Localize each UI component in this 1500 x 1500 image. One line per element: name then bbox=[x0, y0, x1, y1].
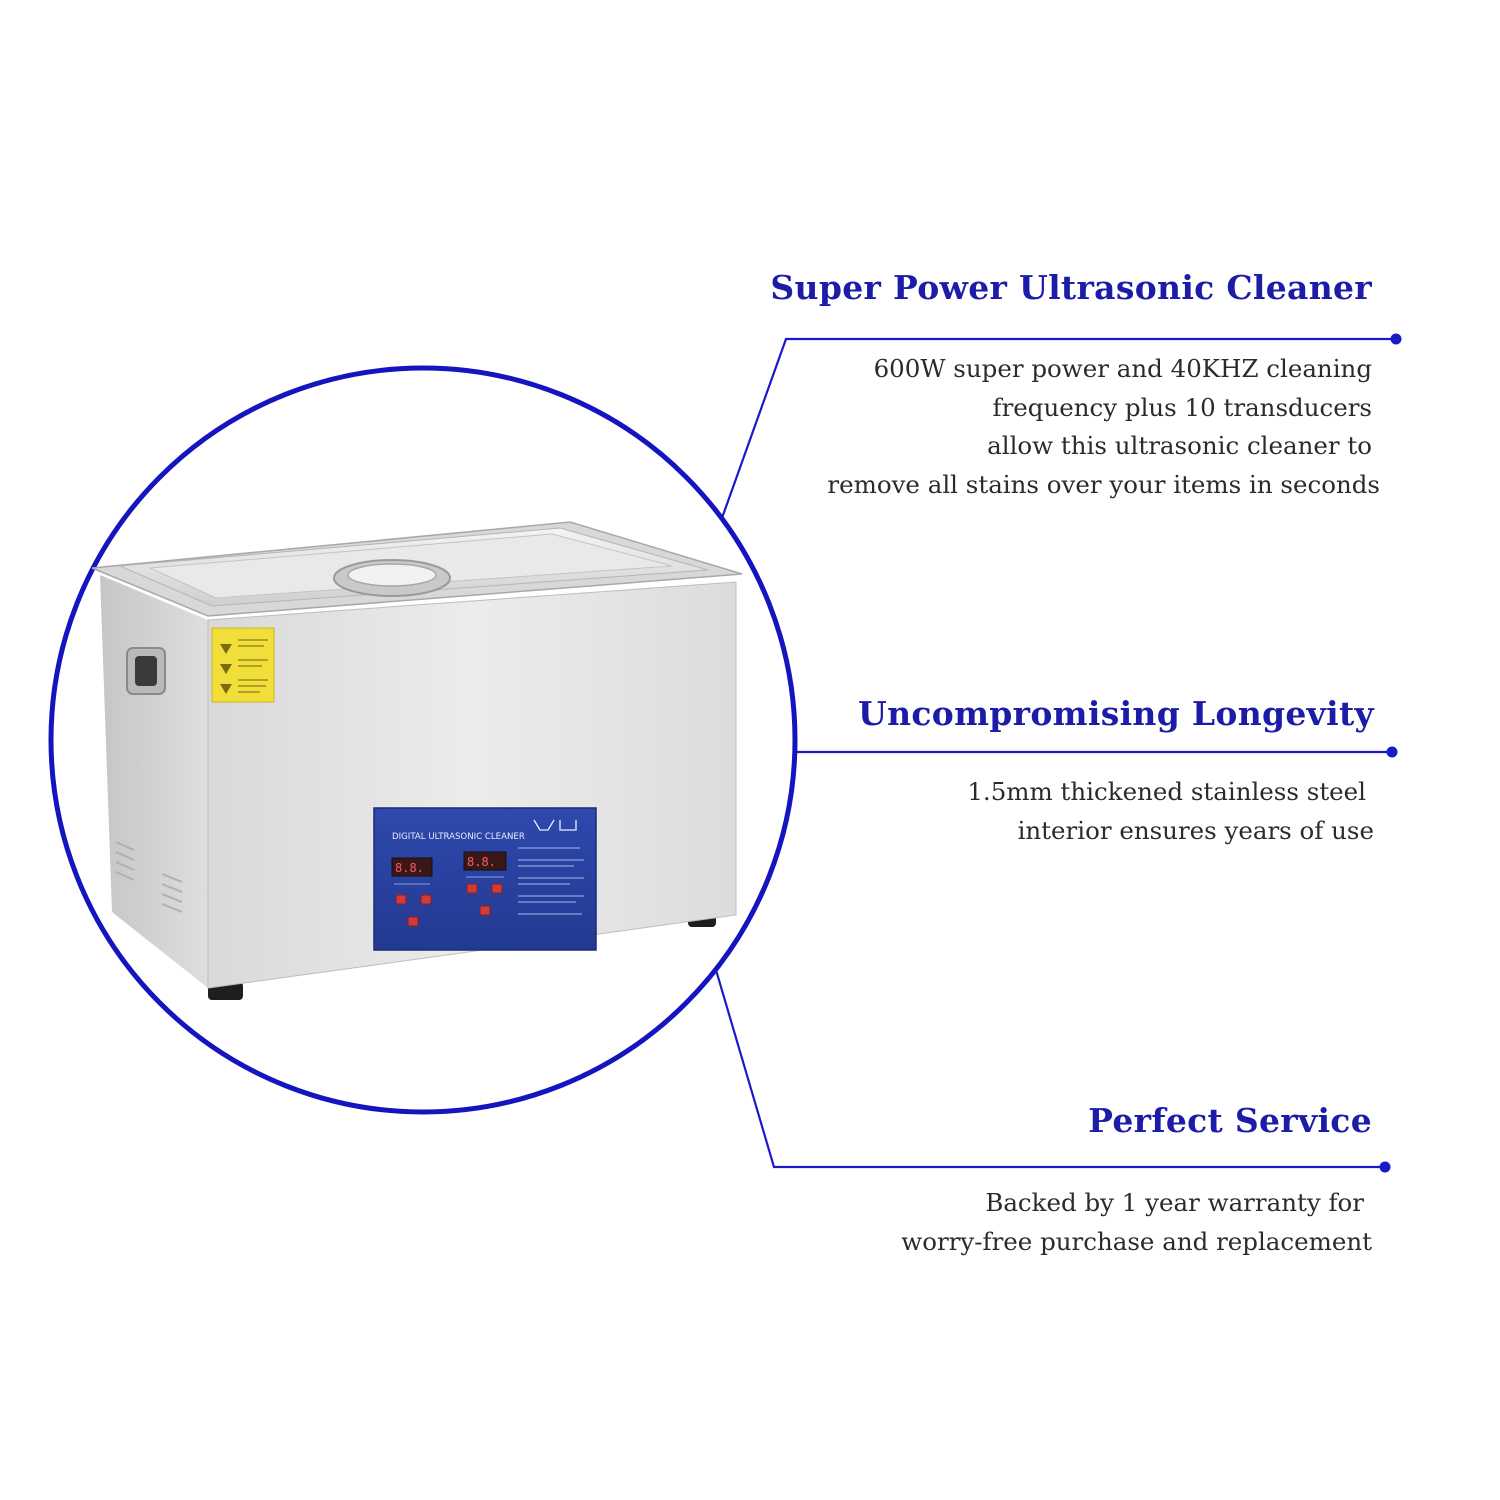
feature-description: 600W super power and 40KHZ cleaning freq… bbox=[732, 350, 1380, 504]
heat-onoff-button[interactable] bbox=[407, 916, 419, 927]
feature-longevity: Uncompromising Longevity 1.5mm thickened… bbox=[734, 694, 1374, 850]
ultrasonic-onoff-button[interactable] bbox=[479, 905, 491, 916]
temp-down-button[interactable] bbox=[395, 894, 407, 905]
feature-description: Backed by 1 year warranty for worry-free… bbox=[732, 1184, 1372, 1261]
callout-line-icon bbox=[714, 969, 1385, 1169]
feature-line: worry-free purchase and replacement bbox=[901, 1226, 1372, 1256]
callout-dot-icon bbox=[1390, 333, 1402, 345]
feature-super-power: Super Power Ultrasonic Cleaner 600W supe… bbox=[732, 268, 1380, 504]
time-display: 8.8. bbox=[467, 855, 496, 869]
feature-line: frequency plus 10 transducers bbox=[992, 392, 1372, 422]
callout-dot-icon bbox=[1379, 1161, 1391, 1173]
feature-line: 600W super power and 40KHZ cleaning bbox=[873, 354, 1372, 383]
feature-description: 1.5mm thickened stainless steel interior… bbox=[734, 773, 1374, 850]
feature-service: Perfect Service Backed by 1 year warrant… bbox=[732, 1101, 1372, 1261]
callout-lines bbox=[714, 333, 1402, 1173]
panel-title: DIGITAL ULTRASONIC CLEANER bbox=[392, 832, 525, 842]
feature-title: Super Power Ultrasonic Cleaner bbox=[770, 268, 1372, 307]
feature-title: Perfect Service bbox=[1088, 1101, 1372, 1140]
feature-line: remove all stains over your items in sec… bbox=[827, 469, 1380, 499]
time-down-button[interactable] bbox=[466, 883, 478, 894]
feature-line: allow this ultrasonic cleaner to bbox=[987, 431, 1372, 460]
time-up-button[interactable] bbox=[491, 883, 503, 894]
feature-line: 1.5mm thickened stainless steel bbox=[967, 777, 1366, 806]
callout-dot-icon bbox=[1386, 746, 1398, 758]
callout-line-icon bbox=[720, 337, 1396, 519]
feature-line: interior ensures years of use bbox=[1017, 815, 1374, 845]
feature-title: Uncompromising Longevity bbox=[858, 694, 1374, 733]
feature-line: Backed by 1 year warranty for bbox=[985, 1188, 1364, 1217]
temp-display: 8.8. bbox=[395, 861, 424, 875]
ultrasonic-cleaner-icon: DIGITAL ULTRASONIC CLEANER 8.8. 8.8. bbox=[91, 521, 743, 1000]
temp-up-button[interactable] bbox=[420, 894, 432, 905]
